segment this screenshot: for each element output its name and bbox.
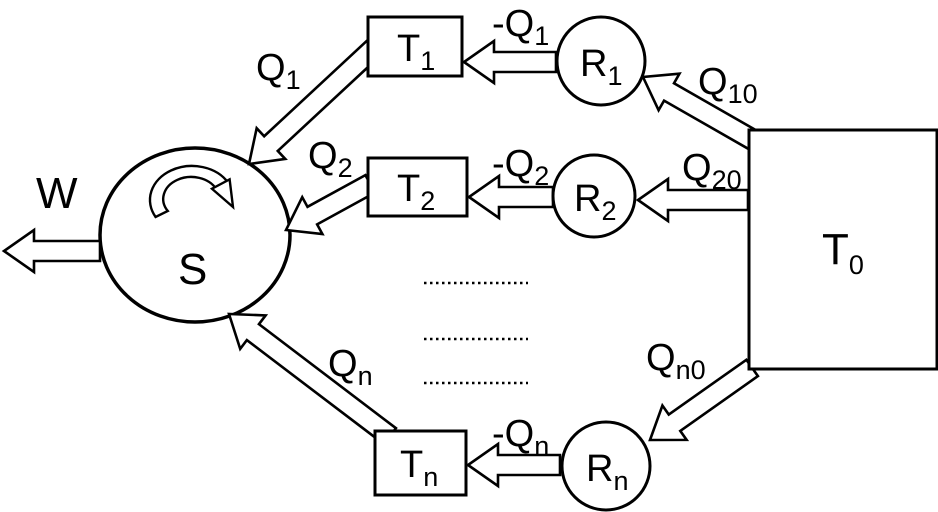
t2-label-base: T xyxy=(397,168,420,210)
work-label: W xyxy=(36,169,78,218)
q1-label-sub: 1 xyxy=(286,65,301,95)
t1-reservoir-box xyxy=(366,15,464,78)
nq1-label: -Q1 xyxy=(492,3,549,51)
q1-label-base: Q xyxy=(256,47,286,89)
qn0-label-sub: n0 xyxy=(676,355,706,385)
q20-label-base: Q xyxy=(682,147,712,189)
q10-label: Q10 xyxy=(698,61,758,109)
t2-reservoir-box xyxy=(366,156,469,218)
q10-label-base: Q xyxy=(698,61,728,103)
q2-label-base: Q xyxy=(308,135,338,177)
qn-label: Qn xyxy=(328,343,373,391)
nq2-label-sub: 2 xyxy=(534,161,549,191)
t0-label: T0 xyxy=(822,225,864,280)
nq2-label-base: -Q xyxy=(492,143,534,185)
nqn-heat-arrow xyxy=(465,441,562,489)
t0-label-sub: 0 xyxy=(849,250,864,280)
tn-reservoir-box xyxy=(373,429,468,497)
rn-label-sub: n xyxy=(613,466,628,496)
rn-label: Rn xyxy=(586,448,628,496)
q20-label: Q20 xyxy=(682,147,742,195)
qn0-label-base: Q xyxy=(646,337,676,379)
r2-label-base: R xyxy=(574,178,601,220)
qn0-label: Qn0 xyxy=(646,337,706,385)
t0-label-base: T xyxy=(822,225,849,274)
rn-label-base: R xyxy=(586,448,613,490)
nq1-label-sub: 1 xyxy=(534,21,549,51)
nqn-label-base: -Q xyxy=(492,413,534,455)
t1-label-sub: 1 xyxy=(420,46,435,76)
r1-label-base: R xyxy=(580,43,607,85)
r2-engine-circle xyxy=(551,153,637,239)
tn-label: Tn xyxy=(400,444,438,492)
system-label: S xyxy=(178,245,207,294)
tn-label-base: T xyxy=(400,444,423,486)
t2-label: T2 xyxy=(397,168,435,216)
t0-reservoir-box xyxy=(747,128,938,371)
qn-label-sub: n xyxy=(358,361,373,391)
t2-label-sub: 2 xyxy=(420,186,435,216)
rn-engine-circle xyxy=(560,420,652,512)
q2-label: Q2 xyxy=(308,135,353,183)
nq2-label: -Q2 xyxy=(492,143,549,191)
nq1-label-base: -Q xyxy=(492,3,534,45)
cycle-arrowhead-icon xyxy=(209,177,235,210)
t1-label: T1 xyxy=(397,28,435,76)
work-arrow xyxy=(1,227,102,275)
q20-label-sub: 20 xyxy=(712,165,742,195)
q1-label: Q1 xyxy=(256,47,301,95)
system-circle xyxy=(98,146,292,324)
t1-label-base: T xyxy=(397,28,420,70)
r2-label-sub: 2 xyxy=(601,196,616,226)
nqn-label-sub: n xyxy=(534,431,549,461)
q2-label-sub: 2 xyxy=(338,153,353,183)
q10-label-sub: 10 xyxy=(728,79,758,109)
nqn-label: -Qn xyxy=(492,413,549,461)
tn-label-sub: n xyxy=(423,462,438,492)
r1-label: R1 xyxy=(580,43,622,91)
r1-engine-circle xyxy=(555,15,647,107)
r1-label-sub: 1 xyxy=(607,61,622,91)
r2-label: R2 xyxy=(574,178,616,226)
qn-label-base: Q xyxy=(328,343,358,385)
